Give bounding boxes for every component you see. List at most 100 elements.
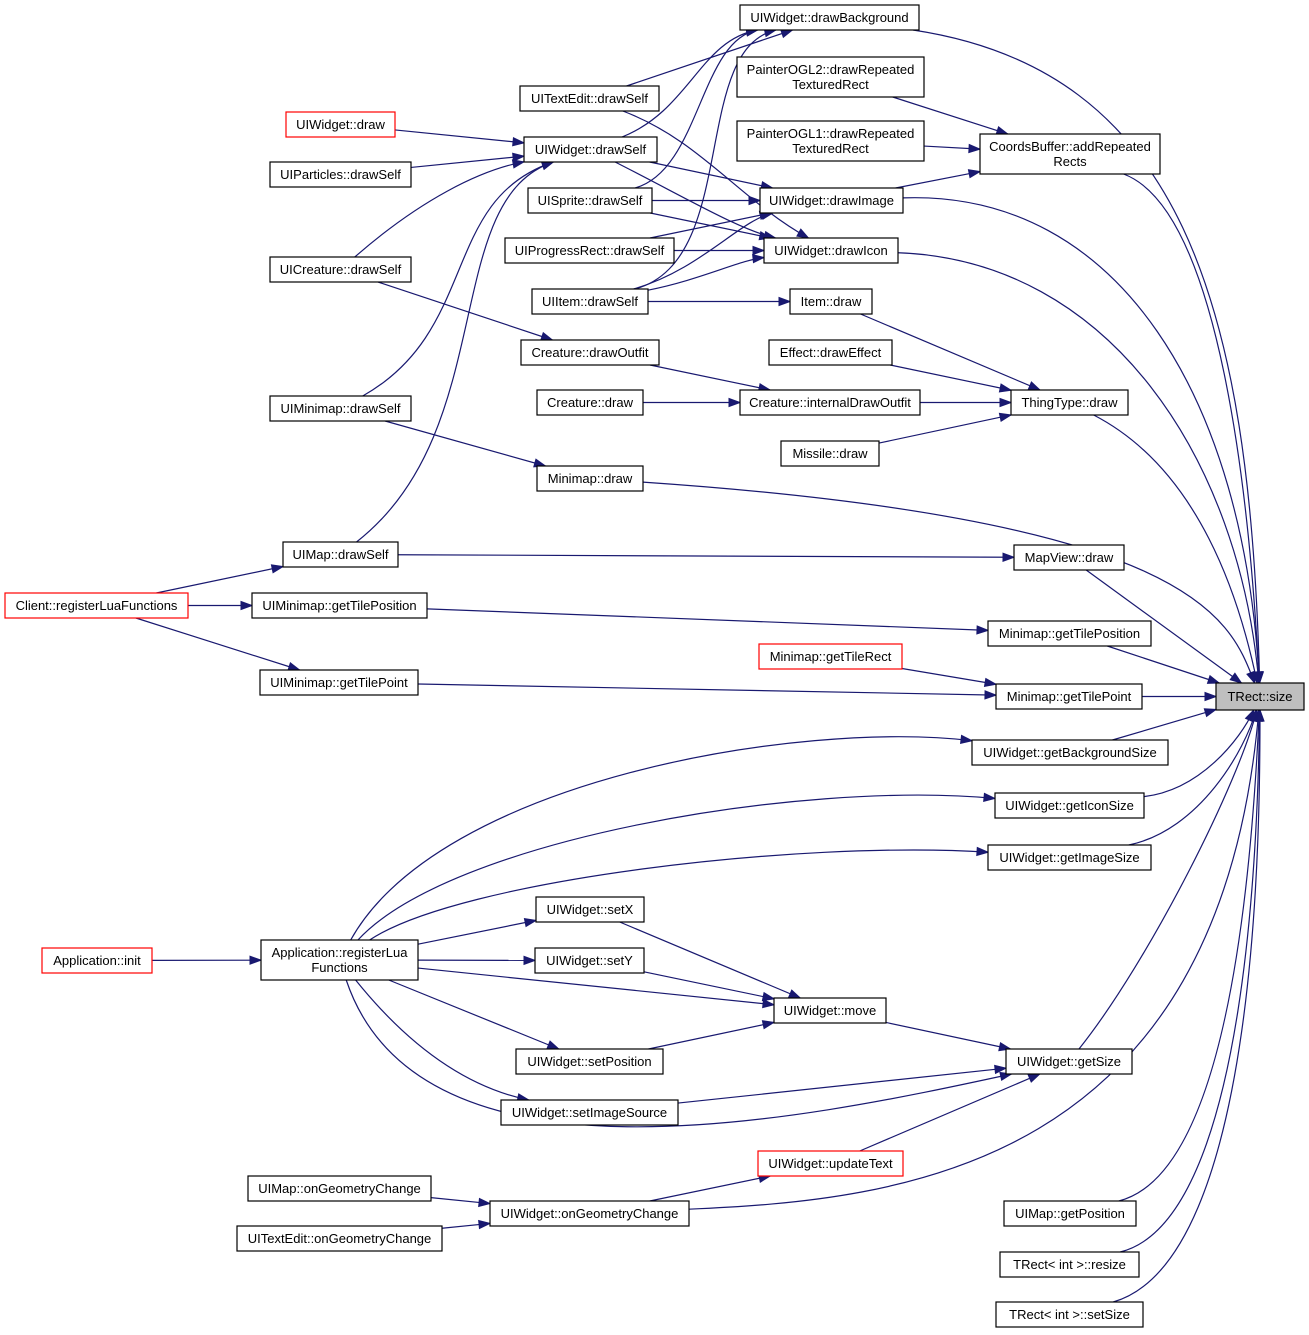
node-application-init[interactable]: Application::init: [41, 947, 153, 974]
node-uimap-getposition[interactable]: UIMap::getPosition: [1003, 1200, 1137, 1227]
node-label: TexturedRect: [792, 141, 869, 156]
node-uiwidget-drawself[interactable]: UIWidget::drawSelf: [523, 136, 658, 163]
node-uiminimap-drawself[interactable]: UIMinimap::drawSelf: [269, 395, 412, 422]
node-uiwidget-draw[interactable]: UIWidget::draw: [285, 111, 396, 138]
node-minimap-draw[interactable]: Minimap::draw: [536, 465, 644, 492]
call-edge: [430, 1197, 492, 1208]
node-uimap-ongeometrychange[interactable]: UIMap::onGeometryChange: [247, 1175, 432, 1202]
edge-line: [1113, 709, 1261, 1303]
node-effect-draweffect[interactable]: Effect::drawEffect: [768, 339, 893, 366]
node-trect-setsize[interactable]: TRect< int >::setSize: [995, 1301, 1144, 1328]
node-minimap-gettilepoint[interactable]: Minimap::getTilePoint: [995, 683, 1143, 710]
arrowhead: [983, 677, 998, 688]
call-edge: [345, 979, 1013, 1128]
node-label: UIWidget::getIconSize: [1005, 798, 1134, 813]
node-label: ThingType::draw: [1021, 395, 1118, 410]
arrowhead: [752, 254, 766, 264]
node-creature-internaldrawoutfit[interactable]: Creature::internalDrawOutfit: [739, 389, 921, 416]
call-edge: [897, 252, 1263, 685]
node-uisprite-drawself[interactable]: UISprite::drawSelf: [527, 187, 653, 214]
node-uiwidget-setx[interactable]: UIWidget::setX: [535, 896, 645, 923]
node-label: Creature::draw: [547, 395, 634, 410]
call-edge: [151, 955, 263, 965]
node-client-registerluafunctions[interactable]: Client::registerLuaFunctions: [4, 592, 189, 619]
node-label: UIWidget::drawIcon: [774, 243, 887, 258]
node-minimap-gettilerect[interactable]: Minimap::getTileRect: [758, 643, 903, 670]
edge-line: [426, 608, 989, 631]
call-edge: [890, 364, 1013, 393]
node-uiwidget-sety[interactable]: UIWidget::setY: [534, 947, 645, 974]
node-box: [489, 1200, 690, 1227]
call-edge: [647, 254, 766, 291]
node-box: [1215, 682, 1305, 711]
node-missile-draw[interactable]: Missile::draw: [780, 440, 880, 467]
node-uiparticles-drawself[interactable]: UIParticles::drawSelf: [269, 161, 412, 188]
node-uiwidget-getbackgroundsize[interactable]: UIWidget::getBackgroundSize: [971, 739, 1169, 766]
call-edge: [626, 29, 794, 87]
node-uiwidget-getsize[interactable]: UIWidget::getSize: [1005, 1048, 1133, 1075]
edge-line: [649, 161, 773, 189]
node-uiwidget-ongeometrychange[interactable]: UIWidget::onGeometryChange: [489, 1200, 690, 1227]
node-uiwidget-drawicon[interactable]: UIWidget::drawIcon: [763, 237, 899, 264]
node-uiminimap-gettileposition[interactable]: UIMinimap::getTilePosition: [251, 592, 428, 619]
call-edge: [652, 195, 762, 206]
call-edge: [394, 129, 526, 147]
edge-line: [688, 709, 1260, 1210]
node-uiitem-drawself[interactable]: UIItem::drawSelf: [531, 288, 649, 315]
node-uiwidget-setimagesource[interactable]: UIWidget::setImageSource: [500, 1099, 679, 1126]
node-item-draw[interactable]: Item::draw: [789, 288, 873, 315]
call-edge: [417, 967, 776, 1009]
node-label: TexturedRect: [792, 77, 869, 92]
node-uitextedit-drawself[interactable]: UITextEdit::drawSelf: [519, 85, 660, 112]
node-box: [282, 541, 399, 568]
node-uiwidget-getimagesize[interactable]: UIWidget::getImageSize: [987, 844, 1152, 871]
node-uiwidget-setposition[interactable]: UIWidget::setPosition: [515, 1048, 664, 1075]
call-edge: [188, 600, 254, 611]
node-label: UIWidget::drawSelf: [535, 142, 647, 157]
node-label: UIMap::drawSelf: [292, 547, 388, 562]
node-uitextedit-ongeometrychange[interactable]: UITextEdit::onGeometryChange: [236, 1225, 443, 1252]
edge-line: [362, 161, 554, 397]
node-uiwidget-drawimage[interactable]: UIWidget::drawImage: [759, 187, 904, 214]
node-label: CoordsBuffer::addRepeated: [989, 139, 1151, 154]
arrowhead: [998, 383, 1013, 393]
node-application-registerlua[interactable]: Application::registerLuaFunctions: [260, 939, 419, 981]
node-label: UIWidget::getSize: [1017, 1054, 1121, 1069]
node-label: TRect< int >::setSize: [1009, 1307, 1130, 1322]
node-box: [773, 997, 887, 1024]
edge-line: [1085, 569, 1242, 684]
node-box: [1013, 544, 1125, 571]
edge-line: [1107, 645, 1220, 684]
node-creature-draw[interactable]: Creature::draw: [536, 389, 644, 416]
node-mapview-draw[interactable]: MapView::draw: [1013, 544, 1125, 571]
node-creature-drawoutfit[interactable]: Creature::drawOutfit: [520, 339, 660, 366]
node-uiwidget-move[interactable]: UIWidget::move: [773, 997, 887, 1024]
node-uiwidget-updatetext[interactable]: UIWidget::updateText: [757, 1150, 904, 1177]
arrowhead: [752, 245, 766, 256]
node-minimap-gettileposition[interactable]: Minimap::getTilePosition: [987, 620, 1152, 647]
node-uiwidget-geticonsize[interactable]: UIWidget::getIconSize: [994, 792, 1145, 819]
edge-line: [885, 1021, 1011, 1050]
node-label: Rects: [1053, 154, 1087, 169]
node-uimap-drawself[interactable]: UIMap::drawSelf: [282, 541, 399, 568]
node-box: [527, 187, 653, 214]
arrowhead: [523, 955, 537, 966]
edge-line: [135, 617, 300, 671]
node-label: UIWidget::drawImage: [769, 193, 894, 208]
node-uiprogressrect-drawself[interactable]: UIProgressRect::drawSelf: [504, 237, 675, 264]
call-edge: [885, 1021, 1012, 1052]
node-trect-resize[interactable]: TRect< int >::resize: [999, 1251, 1140, 1278]
node-uiminimap-gettilepoint[interactable]: UIMinimap::getTilePoint: [259, 669, 419, 696]
node-box: [535, 896, 645, 923]
node-trect-size[interactable]: TRect::size: [1215, 682, 1305, 711]
node-uicreature-drawself[interactable]: UICreature::drawSelf: [269, 256, 412, 283]
call-edge: [622, 110, 810, 239]
arrowhead: [512, 137, 526, 147]
node-box: [763, 237, 899, 264]
node-thingtype-draw[interactable]: ThingType::draw: [1010, 389, 1129, 416]
node-uiwidget-drawbackground[interactable]: UIWidget::drawBackground: [739, 4, 920, 31]
